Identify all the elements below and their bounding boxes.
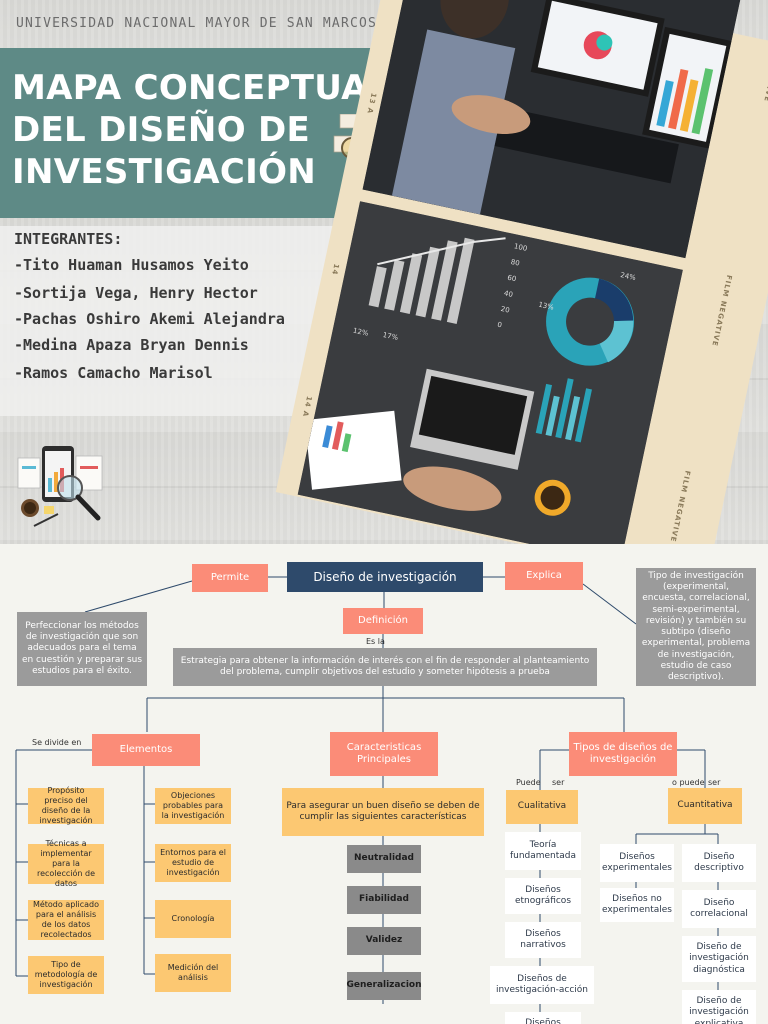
pie-pct-4: 17% xyxy=(382,331,399,342)
elemento-metodo: Método aplicado para el análisis de los … xyxy=(28,900,104,940)
pie-pct-1: 24% xyxy=(620,271,637,282)
cualitativa-disenos: Diseños xyxy=(505,1012,581,1024)
cualitativa-node: Cualitativa xyxy=(506,790,578,824)
caracteristica-validez: Validez xyxy=(347,927,421,955)
elemento-proposito: Propósito preciso del diseño de la inves… xyxy=(28,786,104,825)
member-5: -Ramos Camacho Marisol xyxy=(14,364,213,382)
elemento-entornos: Entornos para el estudio de investigació… xyxy=(155,844,231,882)
definicion-node: Definición xyxy=(343,608,423,634)
member-4: -Medina Apaza Bryan Dennis xyxy=(14,336,249,354)
tick-0: 0 xyxy=(497,321,503,330)
ser-label: ser xyxy=(552,778,565,787)
film-frame-14: 14 xyxy=(330,262,341,277)
se-divide-en-label: Se divide en xyxy=(32,738,82,747)
elemento-cronologia: Cronología xyxy=(155,900,231,938)
elemento-tipo-metodologia: Tipo de metodología de investigación xyxy=(28,956,104,994)
cualitativa-etnograficos: Diseños etnográficos xyxy=(505,878,581,914)
integrantes-label: INTEGRANTES: xyxy=(14,230,123,248)
elemento-tecnicas: Técnicas a implementar para la recolecci… xyxy=(28,839,104,888)
tick-20: 20 xyxy=(500,305,510,315)
caracteristicas-intro: Para asegurar un buen diseño se deben de… xyxy=(282,788,484,836)
concept-map: Diseño de investigación Permite Explica … xyxy=(0,544,768,1024)
root-node: Diseño de investigación xyxy=(287,562,483,592)
title-line-1: MAPA CONCEPTUAL xyxy=(12,68,390,108)
definicion-description: Estrategia para obtener la información d… xyxy=(173,648,597,686)
cover-page: UNIVERSIDAD NACIONAL MAYOR DE SAN MARCOS… xyxy=(0,0,768,544)
caracteristica-neutralidad: Neutralidad xyxy=(347,845,421,873)
cuantitativa-descriptivo: Diseño descriptivo xyxy=(682,844,756,882)
title-line-2: DEL DISEÑO DE xyxy=(12,110,311,150)
member-3: -Pachas Oshiro Akemi Alejandra xyxy=(14,310,285,328)
university-name: UNIVERSIDAD NACIONAL MAYOR DE SAN MARCOS xyxy=(16,16,378,31)
film-frame-14a: 14 A xyxy=(300,395,314,419)
cuantitativa-no-experimentales: Diseños no experimentales xyxy=(600,888,674,922)
permite-description: Perfeccionar los métodos de investigació… xyxy=(17,612,147,686)
film-label-1: FILM NEGATIVE xyxy=(762,30,768,103)
caracteristica-fiabilidad: Fiabilidad xyxy=(347,886,421,914)
tick-40: 40 xyxy=(503,289,513,299)
film-strip: 100 80 60 40 20 0 24% 13% 12% 17% xyxy=(275,0,768,544)
member-2: -Sortija Vega, Henry Hector xyxy=(14,284,258,302)
phone-analysis-illustration xyxy=(17,446,103,527)
cuantitativa-correlacional: Diseño correlacional xyxy=(682,890,756,928)
title-band: MAPA CONCEPTUAL DEL DISEÑO DE INVESTIGAC… xyxy=(0,48,416,218)
caracteristica-generalizacion: Generalizacion xyxy=(347,972,422,1000)
permite-node: Permite xyxy=(192,564,268,592)
pie-pct-3: 12% xyxy=(352,327,369,338)
cualitativa-teoria: Teoría fundamentada xyxy=(505,832,581,870)
elemento-medicion: Medición del análisis xyxy=(155,954,231,992)
explica-node: Explica xyxy=(505,562,583,590)
cuantitativa-node: Cuantitativa xyxy=(668,788,742,824)
es-la-label: Es la xyxy=(366,637,385,646)
cualitativa-accion: Diseños de investigación-acción xyxy=(490,966,594,1004)
film-label-3: FILM NEGATIVE xyxy=(668,469,692,544)
cuantitativa-explicativa: Diseño de investigación explicativa xyxy=(682,990,756,1024)
elementos-node: Elementos xyxy=(92,734,200,766)
cuantitativa-experimentales: Diseños experimentales xyxy=(600,844,674,882)
elemento-objeciones: Objeciones probables para la investigaci… xyxy=(155,788,231,824)
photo-laptop-charts: 100 80 60 40 20 0 24% 13% 12% 17% xyxy=(297,201,683,544)
film-label-2: FILM NEGATIVE xyxy=(710,274,734,348)
explica-description: Tipo de investigación (experimental, enc… xyxy=(636,568,756,686)
office-scene-illustration xyxy=(362,0,742,259)
laptop-charts-scene: 100 80 60 40 20 0 24% 13% 12% 17% xyxy=(297,201,683,544)
ser-label-2: ser xyxy=(708,778,721,787)
puede-label: Puede xyxy=(516,778,541,787)
tick-100: 100 xyxy=(513,242,528,253)
member-1: -Tito Huaman Husamos Yeito xyxy=(14,256,249,274)
o-puede-label: o puede xyxy=(672,778,705,787)
pie-pct-2: 13% xyxy=(538,301,555,312)
title-line-3: INVESTIGACIÓN xyxy=(12,152,317,192)
tick-80: 80 xyxy=(510,258,520,268)
tick-60: 60 xyxy=(507,274,517,284)
cuantitativa-diagnostica: Diseño de investigación diagnóstica xyxy=(682,936,756,982)
film-frame-13a: 13 A xyxy=(365,92,378,115)
cualitativa-narrativos: Diseños narrativos xyxy=(505,922,581,958)
photo-office-desk xyxy=(362,0,742,259)
tipos-node: Tipos de diseños de investigación xyxy=(569,732,677,776)
caracteristicas-node: Caracteristicas Principales xyxy=(330,732,438,776)
